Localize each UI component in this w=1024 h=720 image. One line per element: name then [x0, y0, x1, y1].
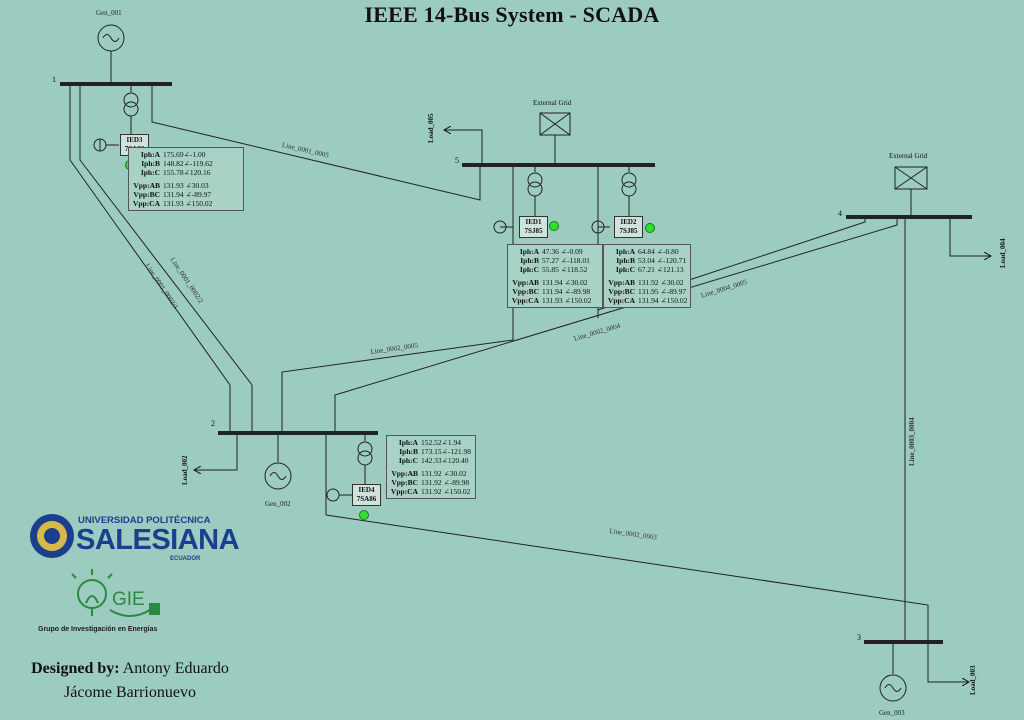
ied4-box[interactable]: IED4 7SA86 [352, 484, 381, 506]
ied4-name: IED4 [358, 486, 375, 494]
line-0001-0005 [151, 84, 481, 201]
ied3-name: IED3 [126, 136, 143, 144]
bus-5-label: 5 [455, 156, 459, 165]
bus-4-label: 4 [838, 209, 842, 218]
gen-002-symbol [264, 462, 292, 490]
line-0003-0004-label: Line_0003_0004 [908, 417, 916, 466]
load-005-label: Load_005 [427, 113, 435, 143]
external-grid-4-label: External Grid [889, 152, 928, 160]
load-004-label: Load_004 [999, 238, 1007, 268]
credits-label: Designed by: [31, 660, 120, 677]
ied2-name: IED2 [620, 218, 637, 226]
ied1-box[interactable]: IED1 7SJ85 [519, 216, 548, 238]
line-0002-0004 [334, 217, 898, 433]
line-0001-0002-1 [69, 84, 231, 433]
gie-logo-graphic [71, 569, 160, 617]
ied2-status-led [645, 223, 655, 233]
gen-003-label: Gen_003 [879, 709, 905, 717]
credits-name1: Antony Eduardo [122, 660, 229, 677]
ups-logo-line1: UNIVERSIDAD POLITÉCNICA [78, 515, 211, 526]
gen-002-label: Gen_002 [265, 500, 291, 508]
page-title: IEEE 14-Bus System - SCADA [364, 2, 660, 27]
bus-1-label: 1 [52, 75, 56, 84]
ied4-status-led [359, 510, 369, 520]
gie-logo-text: GIE [112, 589, 145, 610]
bus-2-label: 2 [211, 419, 215, 428]
ups-logo-emblem [30, 514, 74, 558]
ups-logo-line2: SALESIANA [76, 524, 240, 556]
ied2-box[interactable]: IED2 7SJ85 [614, 216, 643, 238]
gen-001-label: Gen_001 [96, 9, 122, 17]
gen-003-symbol [879, 674, 907, 702]
line-0002-0005 [281, 318, 514, 433]
line-0002-0003 [325, 514, 929, 642]
ied2-model: 7SJ85 [619, 227, 638, 235]
gie-logo-subtitle: Grupo de Investigación en Energías [38, 626, 158, 633]
line-0004-0005 [597, 217, 866, 318]
ied1-name: IED1 [525, 218, 542, 226]
bus-3-label: 3 [857, 633, 861, 642]
ied1-status-led [549, 221, 559, 231]
load-002-label: Load_002 [181, 455, 189, 485]
external-grid-5-label: External Grid [533, 99, 572, 107]
credits-line1: Designed by: Antony Eduardo [0, 660, 260, 678]
credits-name2: Jácome Barrionuevo [64, 684, 196, 701]
ied4-model: 7SA86 [356, 495, 377, 503]
load-003-label: Load_003 [969, 665, 977, 695]
line-0001-0002-2 [79, 84, 253, 433]
ied1-model: 7SJ85 [524, 227, 543, 235]
ups-logo-line3: ECUADOR [170, 556, 201, 562]
